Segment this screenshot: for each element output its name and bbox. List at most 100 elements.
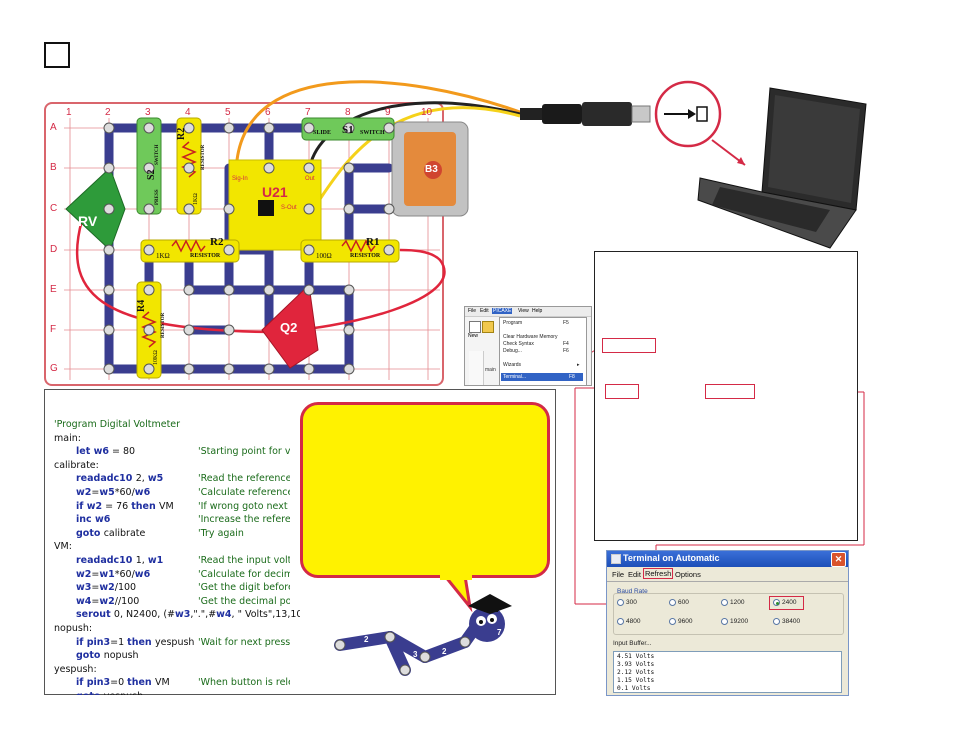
menubar-edit[interactable]: Edit: [480, 308, 489, 314]
code-token: if: [76, 636, 87, 648]
baud-radio-600[interactable]: [669, 599, 676, 606]
code-token: nopush: [103, 650, 139, 662]
code-token: w3: [76, 582, 92, 594]
code-token: yespush: [104, 691, 143, 695]
terminal-menu-edit[interactable]: Edit: [628, 570, 641, 579]
code-token: VM:: [54, 541, 72, 553]
terminal-menu-options[interactable]: Options: [675, 570, 701, 579]
column-label: 2: [105, 107, 111, 118]
code-token: w5: [99, 487, 115, 498]
baud-radio-300[interactable]: [617, 599, 624, 606]
r2h-value: 1KΩ: [156, 252, 170, 260]
baud-radio-38400[interactable]: [773, 618, 780, 625]
code-comment: 'Starting point for var: [198, 446, 290, 458]
code-token: goto: [76, 691, 104, 695]
code-token: readadc10: [76, 473, 136, 485]
menubar-file[interactable]: File: [468, 308, 477, 314]
code-line: w2=w5*60/w6: [76, 487, 150, 498]
r1-type: RESISTOR: [350, 253, 381, 259]
code-token: w3: [175, 609, 191, 621]
r1-value: 100Ω: [316, 252, 332, 260]
code-token: w6: [134, 568, 151, 580]
code-token: 80: [122, 446, 136, 458]
toolbar-new[interactable]: New: [468, 333, 479, 339]
terminal-title-bar: Terminal on Automatic ✕: [607, 551, 848, 567]
code-token: readadc10: [76, 555, 136, 566]
code-line: goto calibrate: [76, 528, 145, 539]
code-line: main:: [54, 433, 81, 444]
menu-item-terminal[interactable]: Terminal...: [503, 374, 527, 380]
code-line: w3=w2/100: [76, 582, 136, 593]
rv-label: RV: [78, 213, 98, 229]
terminal-menu-file[interactable]: File: [612, 570, 625, 579]
u21-label: U21: [262, 184, 288, 200]
code-token: if: [76, 677, 87, 689]
code-token: , " Volts",13,10: [231, 609, 300, 621]
row-label: F: [50, 324, 57, 335]
new-file-icon[interactable]: [469, 321, 481, 333]
s1-label: S1: [342, 124, 354, 136]
baud-radio-2400[interactable]: [773, 599, 780, 606]
code-token: =: [91, 582, 100, 594]
close-icon[interactable]: ✕: [831, 552, 846, 567]
menu-item-check-syntax[interactable]: Check Syntax: [503, 341, 534, 347]
picaxe-menu-screenshot: File Edit PICAXE View Help New main Prog…: [464, 306, 592, 386]
code-token: main:: [54, 432, 81, 444]
code-token: w6: [134, 487, 151, 498]
code-line: w2=w1*60/w6: [76, 569, 150, 580]
code-token: w6: [93, 446, 109, 458]
menubar-help[interactable]: Help: [532, 308, 543, 314]
terminal-menu-refresh[interactable]: Refresh: [643, 568, 674, 579]
menu-key-debug: F6: [563, 348, 569, 354]
column-label: 9: [385, 107, 391, 118]
selected-baud-highlight: [769, 596, 804, 610]
buffer-line: 4.51 Volts: [617, 653, 655, 660]
menu-item-wizards[interactable]: Wizards: [503, 362, 522, 368]
baud-radio-19200[interactable]: [721, 618, 728, 625]
column-label: 6: [265, 107, 271, 118]
code-token: w4: [216, 609, 232, 621]
menubar-picaxe[interactable]: PICAXE: [492, 308, 513, 314]
buffer-line: 3.93 Volts: [617, 661, 655, 668]
menubar-view[interactable]: View: [518, 308, 529, 314]
code-token: w1: [99, 568, 115, 580]
code-token: =1: [110, 636, 128, 648]
code-line: if pin3=0 then VM: [76, 677, 170, 688]
code-token: w2: [76, 487, 92, 498]
baud-radio-1200[interactable]: [721, 599, 728, 606]
s2-type-b: SWITCH: [155, 144, 160, 165]
code-line: if w2 = 76 then VM: [76, 501, 174, 512]
menu-item-debug[interactable]: Debug...: [503, 348, 522, 354]
code-line: goto nopush: [76, 650, 139, 661]
code-comment: 'If wrong goto next s: [198, 500, 290, 512]
code-line: 'Program Digital Voltmeter: [54, 419, 180, 430]
mascot-number: 3: [413, 650, 418, 659]
resistor-r2-horizontal: [140, 239, 240, 263]
column-label: 3: [145, 107, 151, 118]
mascot-number: 7: [497, 628, 502, 637]
menu-item-program[interactable]: Program: [503, 320, 523, 326]
code-comment: 'Wait for next press: [198, 636, 290, 648]
code-comments: 'Starting point for var'Read the referen…: [198, 389, 290, 695]
callout-highlight-baud: [705, 384, 755, 399]
terminal-window: Terminal on Automatic ✕ File Edit Refres…: [606, 550, 849, 696]
menu-item-clear-hw[interactable]: Clear Hardware Memory: [503, 334, 558, 340]
row-label: A: [50, 122, 57, 133]
r2h-label: R2: [210, 236, 224, 248]
callout-highlight-refresh: [605, 384, 639, 399]
code-line: readadc10 1, w1: [76, 555, 163, 566]
menu-highlight-terminal: [501, 373, 583, 381]
input-buffer-textarea[interactable]: 4.51 Volts 3.93 Volts 2.12 Volts 1.15 Vo…: [613, 651, 842, 693]
open-folder-icon[interactable]: [482, 321, 494, 333]
code-token: 2,: [135, 473, 148, 485]
baud-radio-9600[interactable]: [669, 618, 676, 625]
row-label: G: [50, 363, 58, 374]
code-line: yespush:: [54, 664, 97, 675]
code-line: serout 0, N2400, (#w3,".",#w4, " Volts",…: [76, 609, 300, 620]
column-label: 5: [225, 107, 231, 118]
callout-highlight-terminal: [602, 338, 656, 353]
r1-label: R1: [366, 236, 380, 248]
menu-key-check-syntax: F4: [563, 341, 569, 347]
baud-radio-4800[interactable]: [617, 618, 624, 625]
